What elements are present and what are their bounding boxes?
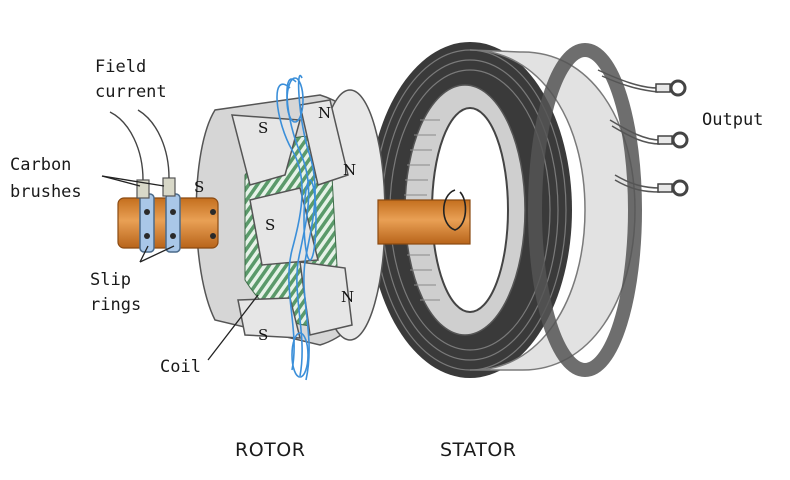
stator-laminations [404, 119, 440, 301]
caption-rotor: ROTOR [235, 439, 305, 461]
slip-ring-2 [165, 193, 181, 253]
rotor-claw-poles [231, 99, 353, 339]
stator-rear-windings [528, 43, 642, 377]
caption-stator: STATOR [440, 439, 516, 461]
carbon-brushes [136, 177, 176, 199]
field-current-wires [109, 109, 170, 181]
pole-n-top: N [318, 104, 331, 122]
label-slip-rings-1: Slip [90, 270, 131, 290]
pole-s-top: S [258, 119, 268, 137]
label-slip-rings-2: rings [90, 295, 141, 315]
label-carbon-brushes-1: Carbon [10, 155, 71, 175]
label-field-current-2: current [95, 82, 167, 102]
label-carbon-brushes-2: brushes [10, 182, 82, 202]
slip-ring-1 [139, 193, 155, 253]
leader-lines [101, 175, 259, 361]
rotor-shaft-rear [377, 199, 471, 245]
output-terminals [655, 79, 689, 197]
output-leads [597, 69, 661, 193]
pole-s-left: S [194, 178, 204, 196]
pole-s-bottom: S [258, 326, 268, 344]
label-field-current-1: Field [95, 57, 146, 77]
pole-n-bottom: N [341, 288, 354, 306]
pole-n-right: N [343, 161, 356, 179]
rotation-arrow [442, 189, 467, 231]
magnetic-flux-lines [276, 74, 317, 381]
label-coil: Coil [160, 357, 201, 377]
pole-s-center: S [265, 216, 275, 234]
slip-rings [139, 193, 216, 253]
rotor: S N S N S N S [109, 74, 471, 381]
label-output: Output [702, 110, 763, 130]
